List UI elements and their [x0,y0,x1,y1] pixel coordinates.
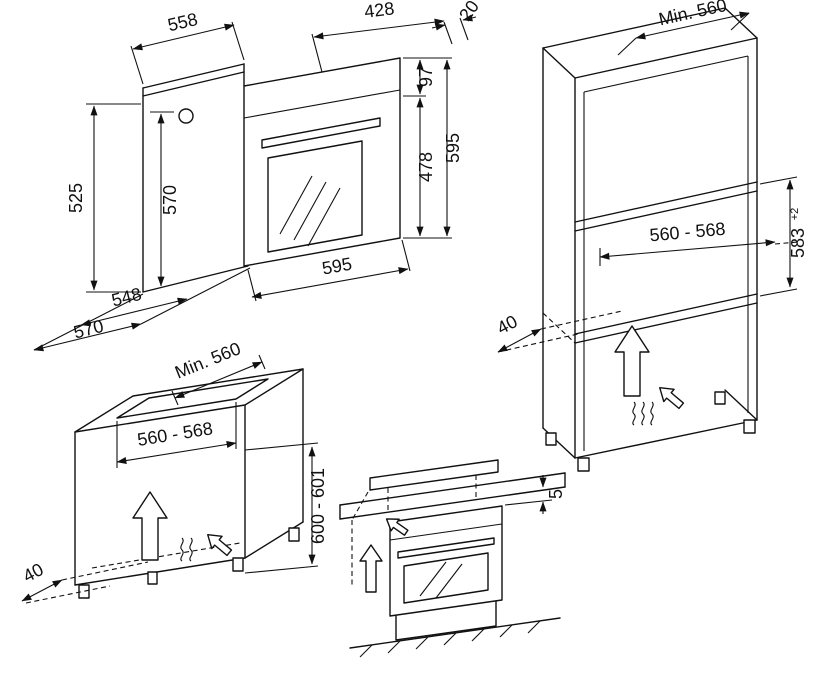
dim-control-panel-height: 97 [403,57,452,97]
control-panel-divider [243,89,401,119]
cabinet-shelves [542,181,758,344]
dim-front-height: 595 [443,59,463,237]
hob-clearance-view: 5 [339,459,566,658]
dim-top-depth: 558 [130,9,245,85]
oven-front-face [243,57,401,267]
dim-label-niche-height: 583 [788,228,808,258]
floor-line [349,617,561,658]
oven-door-glass [403,552,489,604]
dim-label-min-gap: 5 [546,489,566,499]
oven-front-face [389,505,503,641]
ventilation-up-arrow-icon [359,544,383,593]
dim-rear-vent-gap: 40 [494,310,623,353]
dim-label-cavity-height: 570 [160,185,180,215]
dim-label-niche-width: 560 - 568 [649,219,727,246]
dim-cavity-height: 570 [150,111,180,287]
oven-body-outline [142,63,249,293]
tall-cabinet-view: Min. 560 560 - 568 583 +2 40 [494,0,808,472]
dim-niche-width: 560 - 568 [599,219,799,266]
dim-label-control-panel-height: 97 [416,67,436,87]
worktop-cutout [116,378,269,419]
dim-body-height: 525 [66,103,141,293]
oven-door-glass [267,140,363,253]
airflow-out-arrow-icon [207,534,233,557]
dim-min-gap: 5 [504,475,566,514]
dim-front-width: 595 [247,239,411,302]
control-panel-divider [389,523,503,541]
glass-hatching [279,175,341,247]
oven-plinth [395,600,497,641]
ventilation-up-arrow-icon [132,491,168,561]
oven-door-handle [261,117,381,149]
dim-label-body-height: 525 [66,183,86,213]
glass-hatching [419,561,463,599]
hob-cutout-hidden-lines [351,475,477,585]
dim-front-overhang: 20 [431,0,483,41]
dim-label-niche-height: 600 - 601 [308,468,328,544]
dim-body-depth: 548 [33,267,251,351]
oven-isometric-view: 558 428 20 97 478 595 [33,0,483,352]
ventilation-up-arrow-icon [614,325,650,397]
dim-body-top-width: 428 [311,0,453,73]
dim-label-rear-vent-gap: 40 [20,559,47,586]
dim-label-front-overhang: 20 [455,0,483,24]
airflow-out-arrow-icon [659,387,685,410]
dim-label-overall-depth: 570 [72,316,106,343]
base-cabinet-outline [74,368,304,586]
dim-label-front-width: 595 [320,254,353,279]
dim-label-rear-vent-gap: 40 [494,311,521,338]
cabinet-legs [78,527,300,599]
dim-door-height: 478 [403,97,452,239]
base-cabinet-view: Min. 560 560 - 568 600 - 601 40 [20,338,328,604]
heat-flow-icon [632,401,654,426]
airflow-out-arrow-icon [385,518,409,536]
dim-niche-height: 600 - 601 [244,442,328,574]
floor-hatching [359,620,541,658]
dim-label-niche-height-tolerance: +2 [789,208,801,221]
hob-slab [369,459,499,491]
dim-label-niche-width: 560 - 568 [136,418,214,450]
dim-label-door-height: 478 [416,152,436,182]
dim-label-top-depth: 558 [166,9,200,35]
oven-door-handle [397,537,495,559]
dim-label-body-top-width: 428 [363,0,395,22]
dim-label-front-height: 595 [443,133,463,163]
heat-flow-icon [180,537,193,562]
dim-label-min-top-depth: Min. 560 [172,338,244,382]
cabinet-legs [545,391,756,472]
dim-label-body-depth: 548 [110,284,144,311]
dim-niche-height: 583 +2 [759,176,808,297]
side-vent-hole [178,108,194,124]
dim-overall-depth: 570 [33,316,142,352]
